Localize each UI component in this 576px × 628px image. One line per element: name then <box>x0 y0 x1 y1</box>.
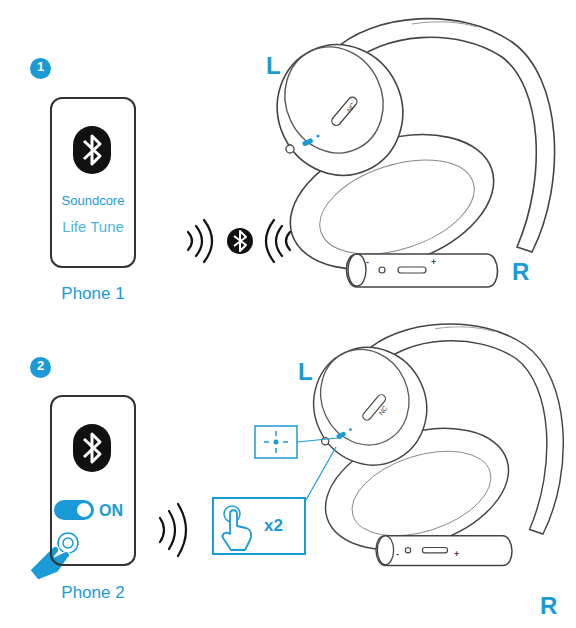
step-number-text: 2 <box>37 359 44 373</box>
phone-screen: SoundcoreLife TunePhone 1 <box>50 97 136 268</box>
step-number: 2 <box>30 357 51 378</box>
signal-waves <box>188 220 290 262</box>
step-number: 1 <box>30 58 51 79</box>
volume-down-marking: - <box>366 258 369 267</box>
right-side-label: R <box>540 594 557 618</box>
phone-label: Phone 1 <box>61 285 124 304</box>
toggle-state: ON <box>99 502 123 520</box>
phone-label: Phone 2 <box>61 584 124 603</box>
step-number-text: 1 <box>37 60 44 74</box>
volume-up-marking: + <box>454 550 459 559</box>
double-press-callout: x2 <box>212 497 306 555</box>
press-count: x2 <box>264 517 283 536</box>
left-side-label: L <box>298 360 313 384</box>
left-side-label: L <box>266 54 281 78</box>
volume-down-marking: - <box>396 550 399 559</box>
app-name: Life Tune <box>62 219 124 236</box>
phone-screen: ONPhone 2 <box>50 395 136 566</box>
volume-up-marking: + <box>431 258 436 267</box>
right-side-label: R <box>512 260 529 284</box>
app-name: Soundcore <box>62 194 125 208</box>
